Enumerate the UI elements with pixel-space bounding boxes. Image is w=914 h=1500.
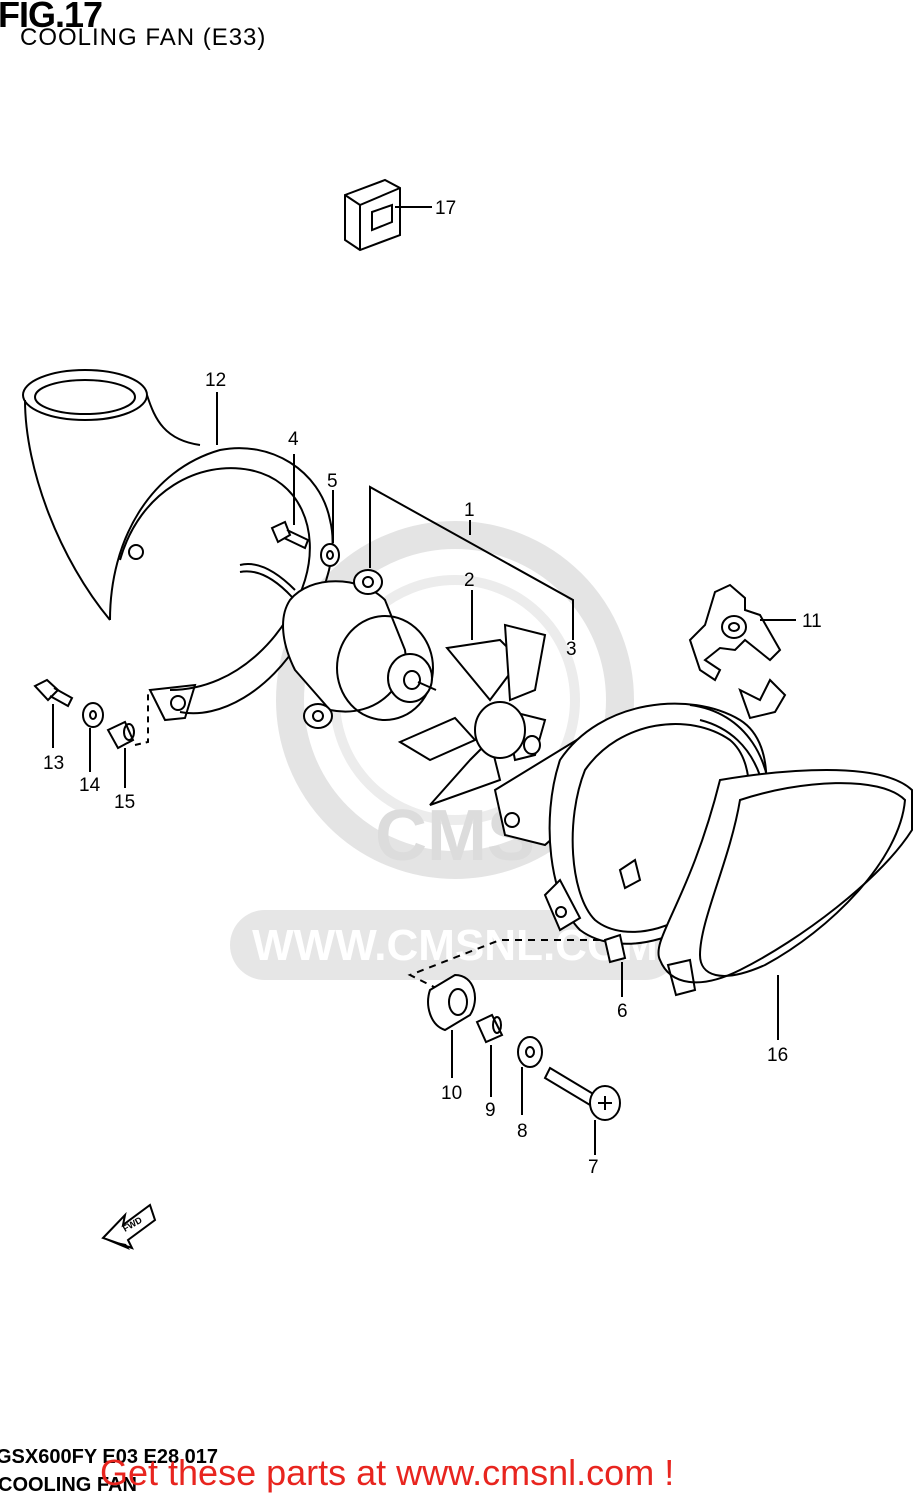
callout-7: 7	[588, 1157, 599, 1178]
callout-2: 2	[464, 570, 475, 591]
part-11-bracket	[688, 583, 796, 682]
part-10-grommet	[427, 973, 476, 1078]
callout-3: 3	[566, 639, 577, 660]
part-14-washer	[82, 702, 104, 772]
callout-labels: 1 2 3 4 5 6 7 8 9 10 11 12 13 14 15 16 1…	[43, 198, 822, 1178]
callout-11: 11	[802, 611, 822, 632]
promo-link[interactable]: Get these parts at www.cmsnl.com !	[100, 1452, 675, 1493]
part-15-collar	[106, 690, 149, 788]
part-2-fan-blade	[397, 590, 547, 806]
part-4-screw	[270, 454, 310, 550]
part-17-relay	[344, 178, 432, 252]
footer-diagram-name: COOLING FAN	[0, 1474, 137, 1496]
callout-17: 17	[435, 198, 456, 219]
callout-13: 13	[43, 753, 64, 774]
callout-9: 9	[485, 1100, 496, 1121]
part-16-fan-housing	[493, 678, 913, 1040]
part-9-sleeve	[475, 1013, 504, 1097]
part-7-screw	[543, 1066, 621, 1155]
part-13-bolt	[33, 678, 74, 748]
part-6-clip	[603, 933, 627, 997]
forward-direction-arrow: FWD	[101, 1203, 157, 1250]
callout-6: 6	[617, 1001, 628, 1022]
callout-4: 4	[288, 429, 299, 450]
callout-5: 5	[327, 471, 338, 492]
callout-15: 15	[114, 792, 135, 813]
callout-14: 14	[79, 775, 101, 796]
fan-motor	[239, 563, 437, 729]
part-5-washer	[320, 490, 340, 567]
figure-number: FIG.17	[0, 0, 103, 35]
callout-16: 16	[767, 1045, 788, 1066]
part-8-washer	[517, 1036, 543, 1115]
callout-8: 8	[517, 1121, 528, 1142]
part-12-shroud	[22, 369, 334, 722]
figure-subtitle: COOLING FAN (E33)	[20, 24, 267, 51]
callout-1: 1	[464, 500, 475, 521]
part-1-assembly-bracket	[369, 485, 574, 640]
footer-diagram-code: GSX600FY E03 E28 017	[0, 1446, 219, 1468]
callout-12: 12	[205, 370, 226, 391]
callout-10: 10	[441, 1083, 462, 1104]
